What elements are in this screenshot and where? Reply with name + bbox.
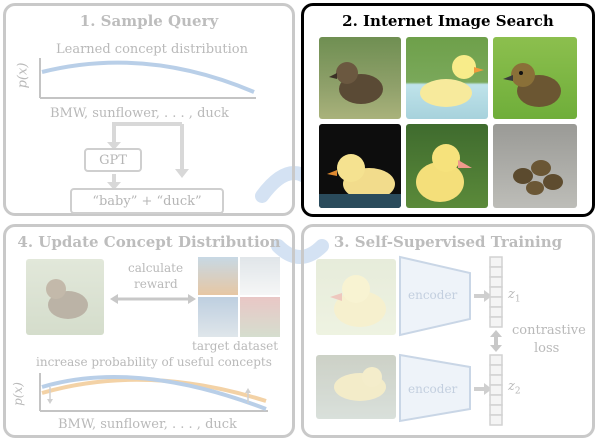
augmented-view-1 (316, 259, 396, 335)
contrastive-label: contrastive (512, 323, 586, 338)
curve-label: Learned concept distribution (56, 42, 248, 57)
duck-photo-6 (493, 124, 577, 208)
distribution-plot (39, 58, 256, 190)
duck-photo-1 (319, 37, 401, 119)
increase-label: increase probability of useful concepts (36, 355, 272, 369)
target-dataset-label: target dataset (192, 339, 279, 353)
panel-internet-image-search: 2. Internet Image Search (301, 3, 595, 217)
x-axis-label: BMW, sunflower, . . . , duck (58, 417, 237, 432)
query-box: “baby” + “duck” (70, 188, 224, 214)
duck-photo-5 (406, 124, 488, 208)
updated-distribution-plot (39, 373, 268, 412)
swan-icon (240, 257, 280, 295)
z2-label: z2 (508, 379, 521, 397)
reward-label-line1: calculate (128, 261, 184, 275)
z1-label: z1 (508, 287, 521, 305)
augmented-view-2 (316, 355, 396, 419)
panel-self-supervised-training: 3. Self-Supervised Training encoder (301, 224, 595, 438)
bluejay-icon (198, 297, 238, 337)
encoder-diagram (399, 255, 503, 426)
loss-label: loss (534, 341, 560, 356)
bird-icon (198, 257, 238, 295)
duck-photo-3 (493, 37, 577, 119)
panel-title: 4. Update Concept Distribution (17, 233, 281, 251)
gpt-box: GPT (84, 148, 142, 172)
duck-photo-4 (319, 124, 401, 208)
panel-title: 1. Sample Query (79, 12, 219, 30)
panel-title: 2. Internet Image Search (342, 12, 554, 30)
encoder-label-1: encoder (408, 288, 458, 302)
cardinal-icon (240, 297, 280, 337)
x-axis-label: BMW, sunflower, . . . , duck (50, 106, 229, 121)
target-dataset-grid (198, 257, 280, 337)
panel-title: 3. Self-Supervised Training (333, 233, 563, 251)
reward-label-line2: reward (134, 277, 178, 291)
encoder-label-2: encoder (408, 382, 458, 396)
reward-arrow-icon (110, 294, 196, 304)
duck-photo-2 (406, 37, 488, 119)
panel-sample-query: 1. Sample Query Learned concept distribu… (3, 3, 295, 216)
panel-update-concept-distribution: 4. Update Concept Distribution calculate… (3, 224, 295, 438)
duck-thumbnail (26, 259, 104, 335)
